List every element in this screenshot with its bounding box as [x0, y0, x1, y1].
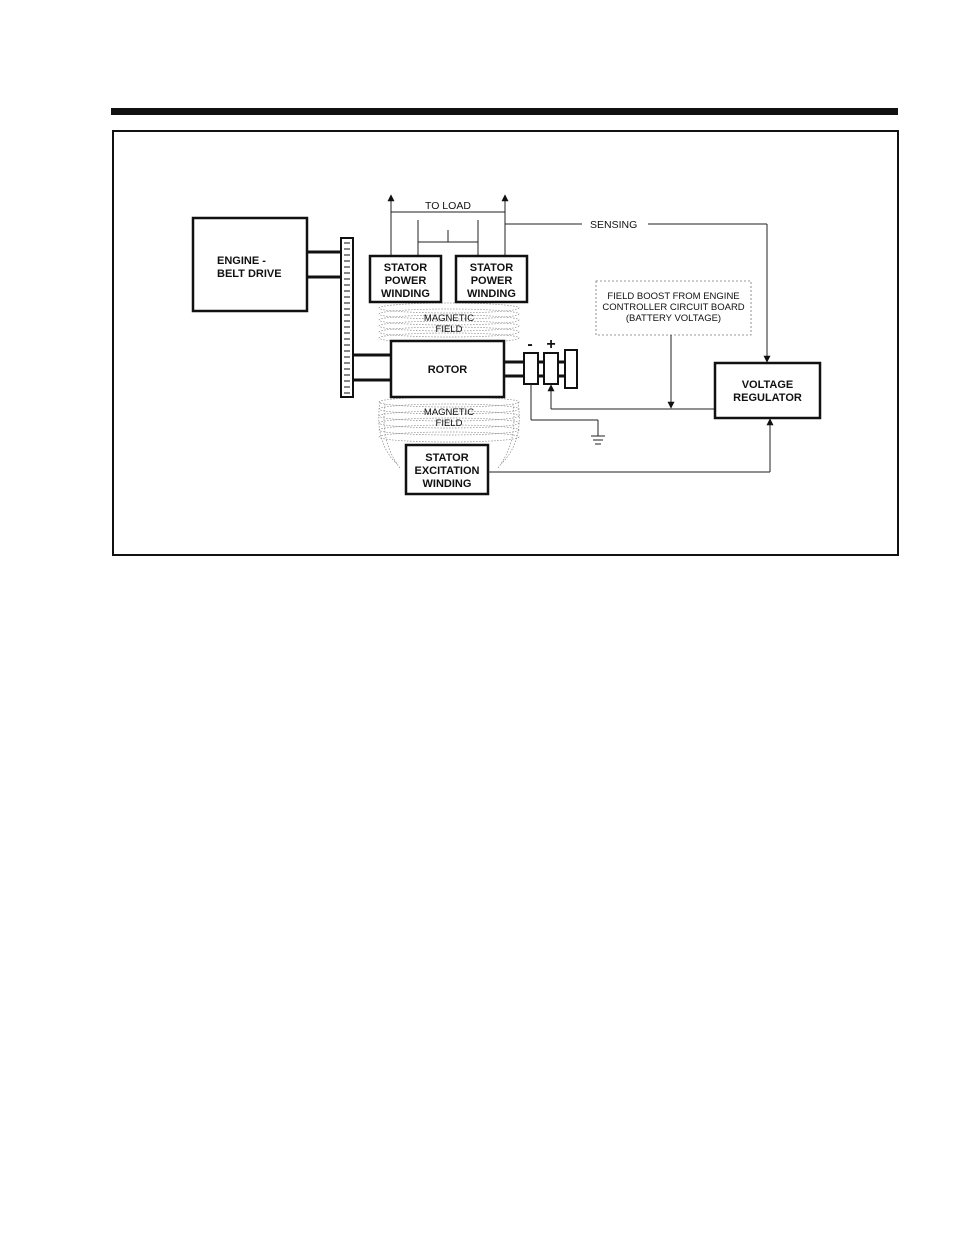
svg-text:EXCITATION: EXCITATION: [415, 465, 480, 477]
svg-text:STATOR: STATOR: [425, 452, 468, 464]
magnetic-field-upper-label-line1: MAGNETIC: [424, 313, 474, 324]
engine-label-line1: ENGINE -: [217, 255, 266, 267]
svg-text:WINDING: WINDING: [467, 288, 516, 300]
drive-belt: [341, 238, 353, 397]
stator-excitation-winding: STATOR EXCITATION WINDING: [406, 445, 488, 494]
ground-icon: [591, 436, 605, 444]
svg-text:WINDING: WINDING: [381, 288, 430, 300]
svg-text:STATOR: STATOR: [384, 262, 427, 274]
engine-label-line2: BELT DRIVE: [217, 268, 282, 280]
figure-frame: ENGINE - BELT DRIVE TO LOAD SENSING STAT…: [112, 130, 899, 556]
svg-text:ROTOR: ROTOR: [428, 364, 468, 376]
generator-block-diagram: ENGINE - BELT DRIVE TO LOAD SENSING STAT…: [114, 132, 897, 554]
slip-rings: - +: [504, 336, 577, 388]
engine-box: ENGINE - BELT DRIVE: [193, 218, 307, 311]
magnetic-field-lower-label-line2: FIELD: [436, 418, 463, 429]
magnetic-field-upper-label-line2: FIELD: [436, 324, 463, 335]
magnetic-field-lower-label-line1: MAGNETIC: [424, 407, 474, 418]
svg-text:FIELD BOOST FROM ENGINE: FIELD BOOST FROM ENGINE: [607, 291, 739, 302]
svg-text:POWER: POWER: [471, 275, 513, 287]
svg-text:VOLTAGE: VOLTAGE: [742, 379, 794, 391]
svg-text:(BATTERY VOLTAGE): (BATTERY VOLTAGE): [626, 313, 721, 324]
sensing-label: SENSING: [590, 219, 637, 231]
svg-text:WINDING: WINDING: [423, 478, 472, 490]
to-load-label: TO LOAD: [425, 200, 471, 212]
plus-terminal-label: +: [546, 336, 555, 353]
svg-text:REGULATOR: REGULATOR: [733, 392, 802, 404]
top-rule: [111, 108, 898, 115]
rotor-box: ROTOR: [391, 341, 504, 397]
voltage-regulator-box: VOLTAGE REGULATOR: [715, 363, 820, 418]
to-load-wiring: TO LOAD: [391, 195, 505, 256]
stator-power-winding-1: STATOR POWER WINDING: [370, 256, 441, 302]
svg-text:CONTROLLER CIRCUIT BOARD: CONTROLLER CIRCUIT BOARD: [602, 302, 744, 313]
excitation-feed-line: [488, 419, 770, 472]
svg-text:STATOR: STATOR: [470, 262, 513, 274]
minus-terminal-label: -: [527, 336, 532, 353]
stator-power-winding-2: STATOR POWER WINDING: [456, 256, 527, 302]
ground-connection: [531, 384, 598, 436]
svg-text:POWER: POWER: [385, 275, 427, 287]
